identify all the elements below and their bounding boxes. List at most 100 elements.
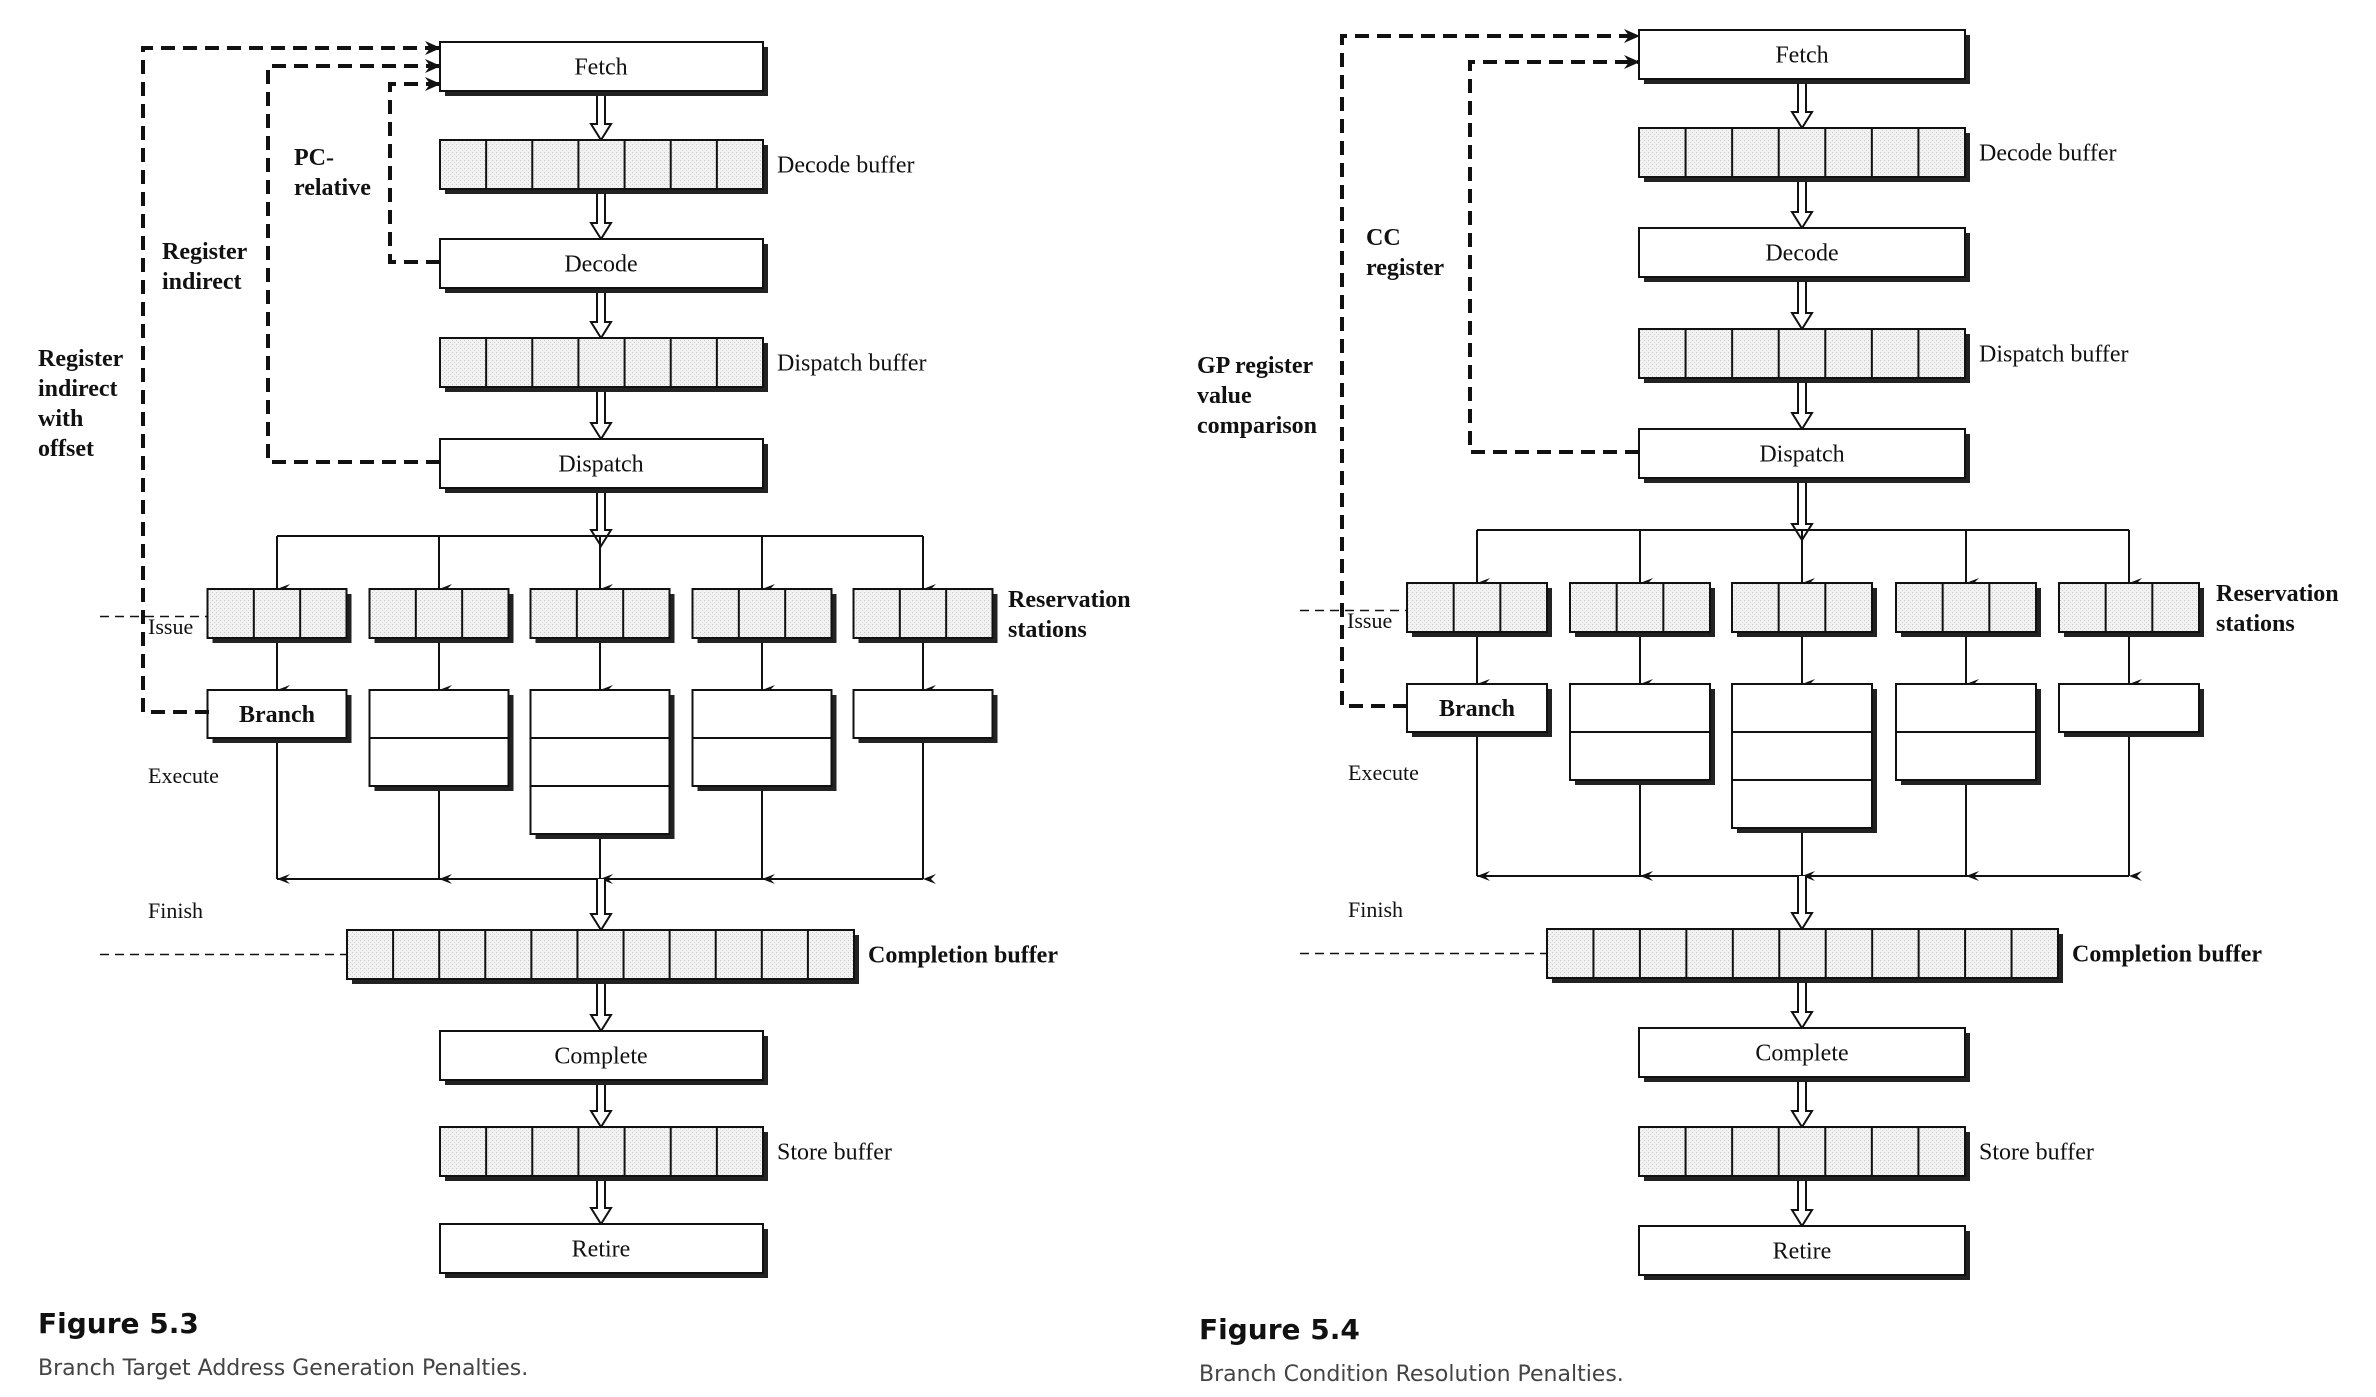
flow-arrow	[1790, 1082, 1814, 1129]
decode-buffer-label: Decode buffer	[1979, 141, 2116, 167]
retire-stage-label: Retire	[1773, 1239, 1832, 1265]
decode-buffer	[439, 139, 764, 190]
flow-arrow	[589, 96, 613, 142]
flow-arrow	[589, 879, 613, 932]
reservation-stations-label: stations	[2216, 611, 2295, 637]
feedback-path-label: Register	[38, 346, 124, 372]
execute-label: Execute	[148, 763, 219, 788]
finish-label: Finish	[148, 898, 203, 923]
fetch-stage-label: Fetch	[1775, 43, 1828, 69]
decode-stage	[439, 238, 764, 289]
execution-unit	[852, 689, 994, 739]
reservation-station	[1569, 582, 1711, 633]
feedback-path-label: value	[1197, 383, 1252, 409]
reservation-station	[206, 588, 348, 639]
reservation-stations-label: stations	[1008, 617, 1087, 643]
flow-arrow	[1790, 383, 1814, 431]
flow-arrow	[589, 984, 613, 1033]
feedback-path-label: PC-	[294, 145, 334, 171]
decode-stage-label: Decode	[564, 252, 637, 278]
store-buffer-label: Store buffer	[777, 1140, 892, 1166]
feedback-path-label: register	[1366, 255, 1445, 281]
feedback-path-label: relative	[294, 175, 371, 201]
flow-arrow	[589, 293, 613, 340]
dispatch-stage	[1638, 428, 1966, 479]
reservation-station	[368, 588, 510, 639]
reservation-stations-label: Reservation	[2216, 581, 2339, 607]
flow-arrow	[589, 1085, 613, 1129]
issue-label: Issue	[148, 614, 193, 639]
store-buffer-label: Store buffer	[1979, 1140, 2094, 1166]
flow-arrow	[1790, 84, 1814, 130]
feedback-path-label: comparison	[1197, 413, 1317, 439]
decode-stage-label: Decode	[1765, 241, 1838, 267]
dispatch-buffer	[1638, 328, 1966, 379]
completion-buffer	[1546, 928, 2059, 979]
dispatch-buffer-label: Dispatch buffer	[1979, 342, 2129, 368]
execution-unit	[529, 689, 671, 835]
feedback-path-label: indirect	[162, 269, 242, 295]
feedback-path-label: CC	[1366, 225, 1401, 251]
issue-label: Issue	[1347, 608, 1392, 633]
store-buffer	[1638, 1126, 1966, 1177]
fetch-stage	[1638, 29, 1966, 80]
execute-label: Execute	[1348, 760, 1419, 785]
store-buffer	[439, 1126, 764, 1177]
reservation-station	[1731, 582, 1873, 633]
complete-stage-label: Complete	[1755, 1041, 1848, 1067]
decode-stage	[1638, 227, 1966, 278]
completion-buffer-label: Completion buffer	[868, 943, 1058, 969]
feedback-path-label: GP register	[1197, 353, 1314, 379]
figure-caption-title: Figure 5.3	[38, 1307, 199, 1340]
feedback-path-label: Register	[162, 239, 248, 265]
figure-caption-title: Figure 5.4	[1199, 1313, 1360, 1346]
figure-caption-text: Branch Condition Resolution Penalties.	[1199, 1362, 1624, 1387]
figure-caption-text: Branch Target Address Generation Penalti…	[38, 1356, 528, 1381]
reservation-station	[1895, 582, 2037, 633]
flow-arrow	[1790, 876, 1814, 931]
complete-stage	[1638, 1027, 1966, 1078]
flow-arrow	[589, 1181, 613, 1226]
completion-buffer	[346, 929, 855, 980]
retire-stage	[439, 1223, 764, 1274]
complete-stage	[439, 1030, 764, 1081]
feedback-path-label: indirect	[38, 376, 118, 402]
flow-arrow	[589, 392, 613, 441]
feedback-path	[388, 77, 441, 264]
reservation-station	[1406, 582, 1548, 633]
finish-label: Finish	[1348, 897, 1403, 922]
complete-stage-label: Complete	[554, 1044, 647, 1070]
feedback-path	[1340, 29, 1640, 708]
branch-unit-label: Branch	[1439, 696, 1515, 722]
dispatch-buffer-label: Dispatch buffer	[777, 351, 927, 377]
flow-arrow	[1790, 282, 1814, 331]
completion-buffer-label: Completion buffer	[2072, 942, 2262, 968]
reservation-station	[691, 588, 833, 639]
reservation-station	[2058, 582, 2200, 633]
dispatch-buffer	[439, 337, 764, 388]
branch-unit-label: Branch	[239, 702, 315, 728]
flow-arrow	[1790, 182, 1814, 230]
retire-stage	[1638, 1225, 1966, 1276]
fetch-stage-label: Fetch	[574, 55, 627, 81]
dispatch-stage-label: Dispatch	[558, 452, 643, 478]
retire-stage-label: Retire	[572, 1237, 631, 1263]
execution-unit	[1731, 683, 1873, 829]
feedback-path	[1468, 55, 1640, 454]
fetch-stage	[439, 41, 764, 92]
branch-unit	[1406, 683, 1548, 733]
decode-buffer	[1638, 127, 1966, 178]
dispatch-stage-label: Dispatch	[1759, 442, 1844, 468]
reservation-stations-label: Reservation	[1008, 587, 1131, 613]
reservation-station	[852, 588, 994, 639]
execution-unit	[2058, 683, 2200, 733]
feedback-path-label: offset	[38, 436, 94, 462]
flow-arrow	[589, 194, 613, 241]
decode-buffer-label: Decode buffer	[777, 153, 914, 179]
feedback-path-label: with	[38, 406, 83, 432]
flow-arrow	[1790, 983, 1814, 1030]
feedback-path	[141, 41, 441, 714]
